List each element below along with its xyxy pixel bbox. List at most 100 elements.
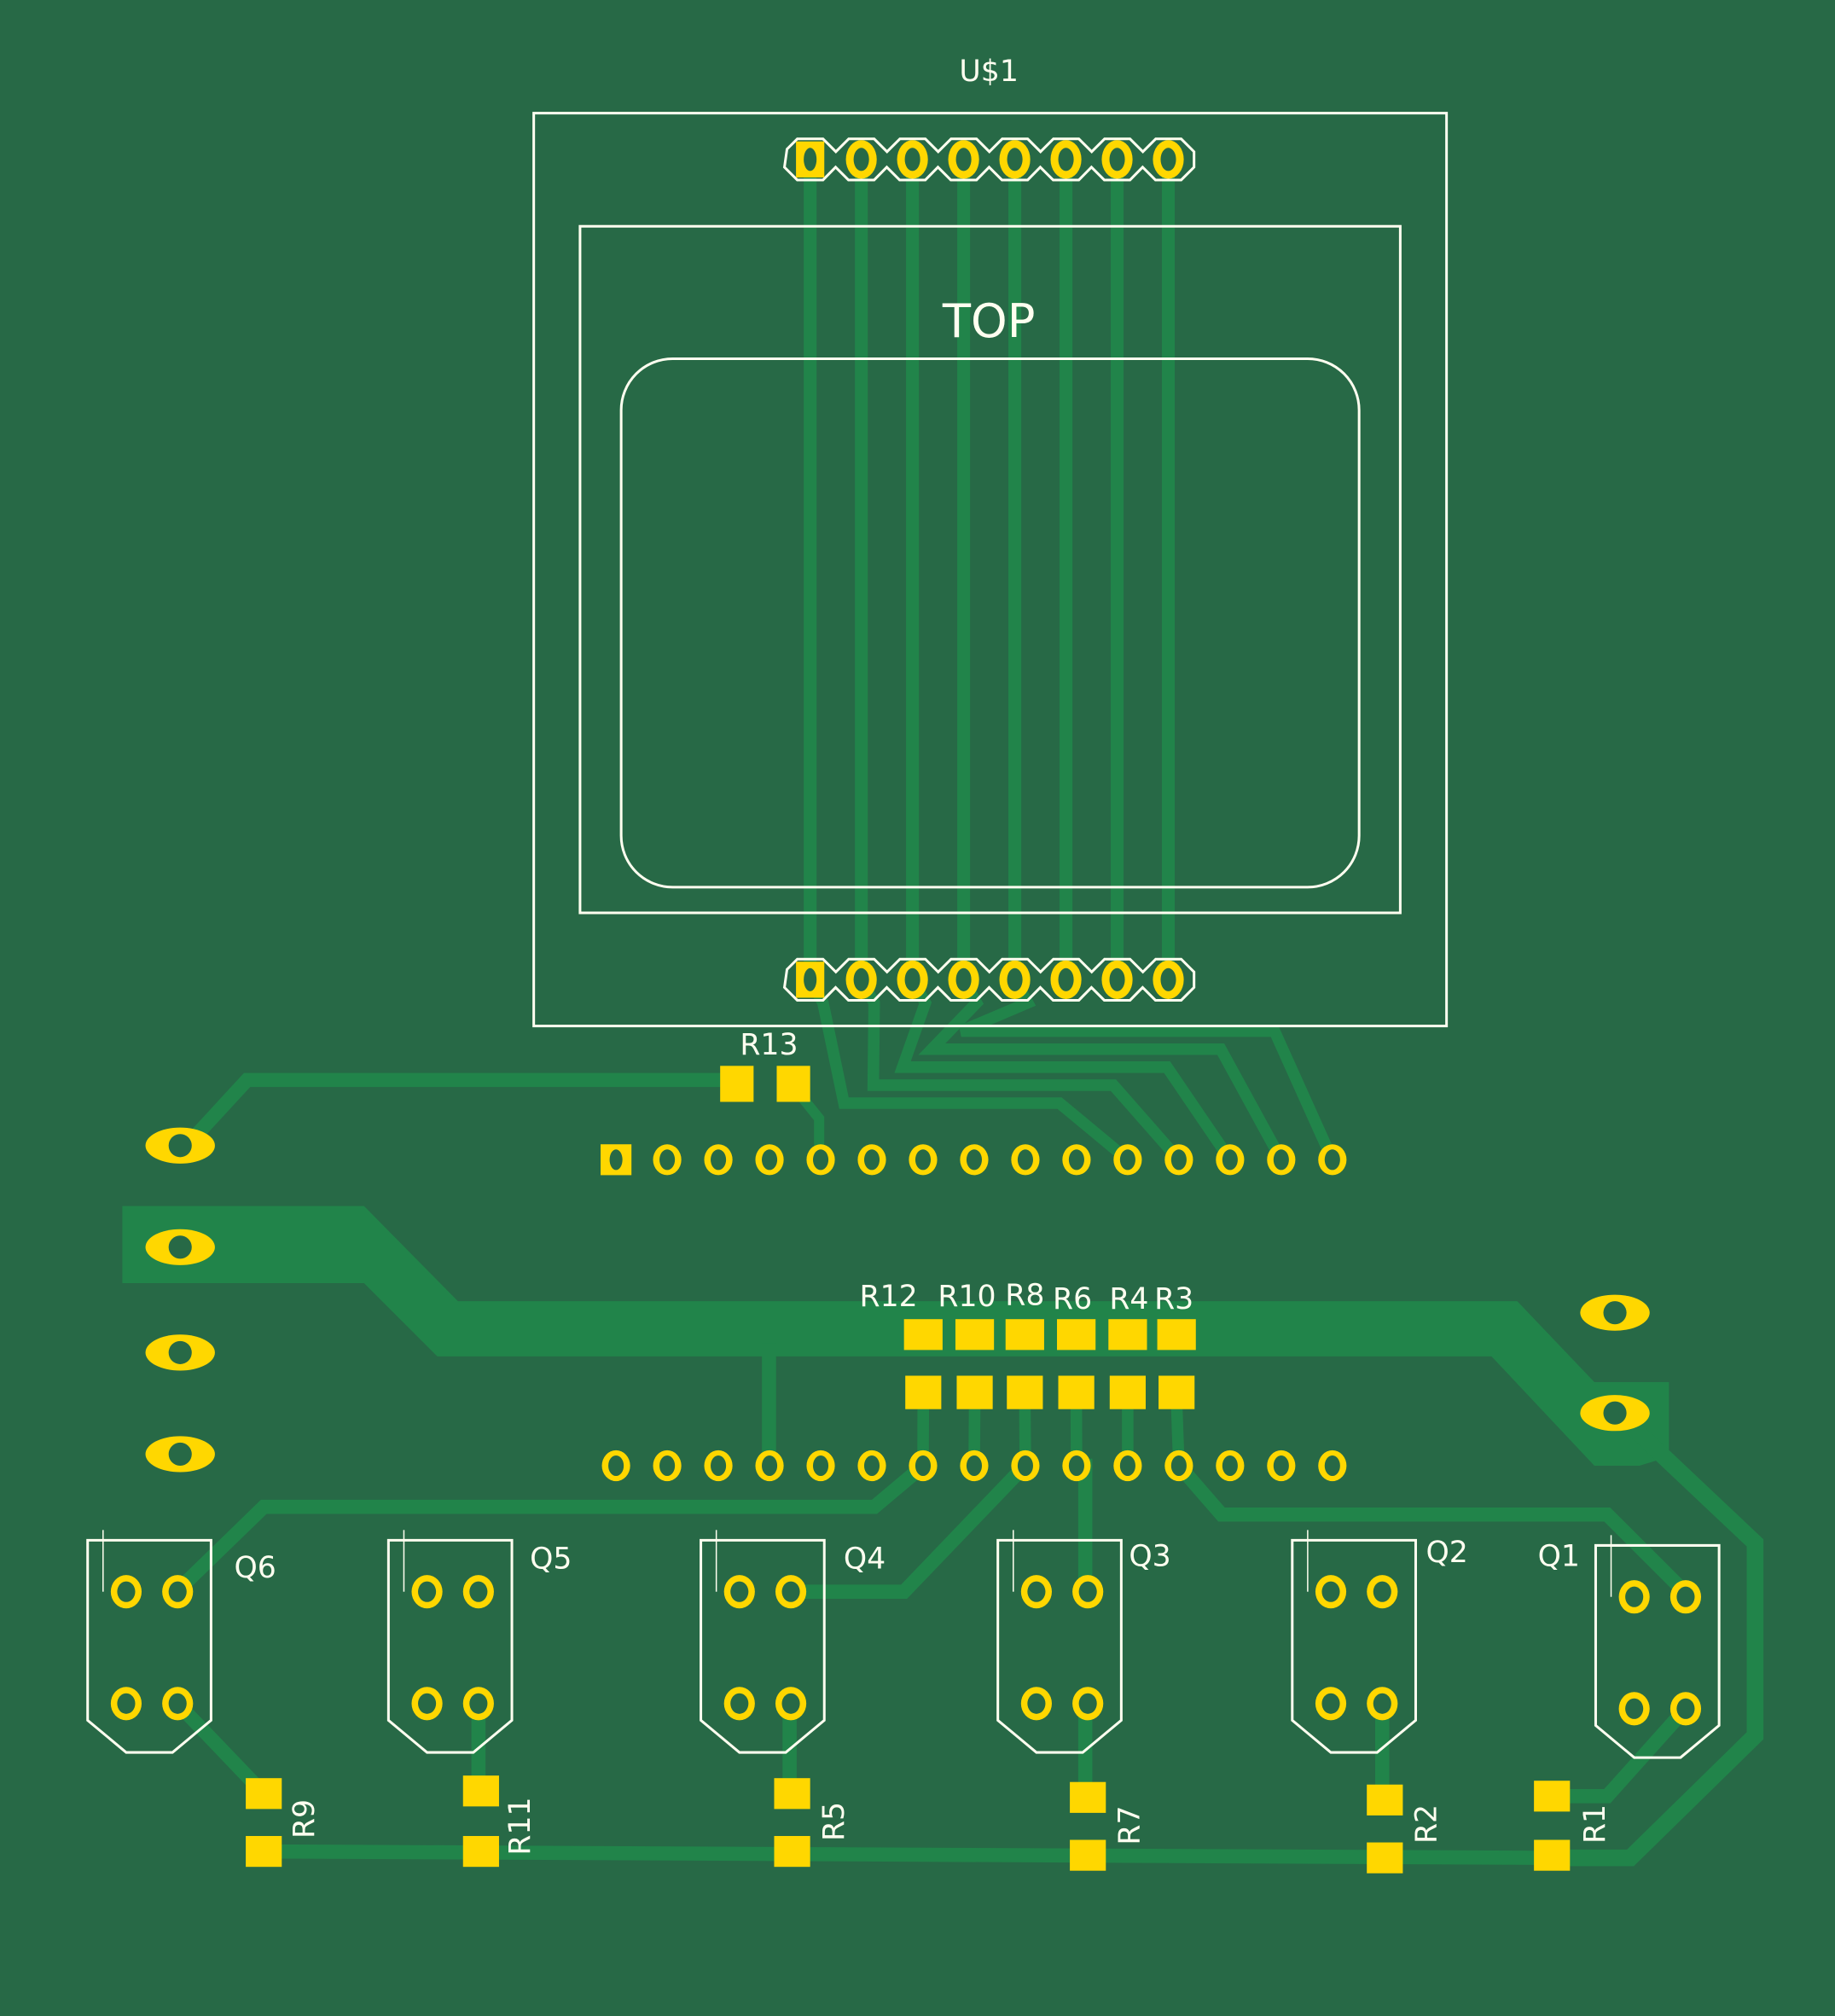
header-bottom-pin-8-hole: [1160, 967, 1176, 991]
resistor-R7-pad-1: [1070, 1781, 1106, 1813]
label-r3: R3: [1154, 1282, 1193, 1316]
transistor-Q6-pin-1-hole: [117, 1581, 136, 1602]
bottom-bus: [256, 1844, 1557, 1865]
resistor-R2-pad-2: [1367, 1842, 1403, 1874]
resistor-R6-pad-1: [1057, 1319, 1096, 1351]
row-lower-pin-13-hole: [1222, 1455, 1238, 1477]
row-upper-pin-8-hole: [966, 1149, 983, 1171]
resistor-R5-pad-1: [774, 1778, 810, 1810]
transistor-silk: [86, 1530, 1721, 1759]
module-outline: [532, 112, 1449, 1028]
header-top-pin-3-hole: [904, 148, 920, 171]
row-upper-pin-3-hole: [711, 1149, 727, 1171]
label-q5: Q5: [530, 1543, 572, 1577]
row-upper-pin-10-hole: [1068, 1149, 1084, 1171]
resistor-R9-pad-1: [246, 1778, 282, 1810]
label-r1: R1: [1578, 1804, 1612, 1844]
row-upper-pin-9-hole: [1017, 1149, 1033, 1171]
row-upper-pin-14-hole: [1273, 1149, 1289, 1171]
row-upper-pin-1-hole: [609, 1149, 623, 1171]
label-r12: R12: [859, 1280, 917, 1314]
transistor-Q1-pin-1-hole: [1625, 1586, 1644, 1607]
row-lower-pin-9-hole: [1017, 1455, 1033, 1477]
header-bottom-pin-3-hole: [904, 967, 920, 991]
resistor-R11-pad-1: [462, 1775, 499, 1807]
connector-pad-2-hole: [168, 1235, 192, 1259]
transistor-Q1-pin-3-hole: [1625, 1698, 1644, 1719]
row-lower-pin-14-hole: [1273, 1455, 1289, 1477]
transistor-Q3-outline: [996, 1538, 1123, 1754]
connector-pad-5-hole: [1603, 1301, 1627, 1325]
header-outline-bottom: [782, 957, 1196, 1002]
row-lower-pin-3-hole: [711, 1455, 727, 1477]
row-upper-pin-5-hole: [812, 1149, 829, 1171]
transistor-Q3-pin-2-hole: [1078, 1581, 1097, 1602]
header-bottom-pin-6-hole: [1058, 967, 1074, 991]
header-top-pin-1-hole: [804, 148, 817, 171]
header-top-pin-6-hole: [1058, 148, 1074, 171]
row-upper-pin-6-hole: [863, 1149, 880, 1171]
transistor-Q6-outline: [86, 1538, 212, 1754]
resistor-R4-pad-2: [1109, 1375, 1146, 1409]
header-top-pin-4-hole: [955, 148, 972, 171]
header-top-pin-8-hole: [1160, 148, 1176, 171]
display-outline: [578, 224, 1402, 915]
resistor-R7-pad-2: [1070, 1839, 1106, 1871]
label-q2: Q2: [1426, 1536, 1468, 1570]
label-r8: R8: [1005, 1279, 1044, 1313]
header-silk: [782, 137, 1196, 1002]
label-q3: Q3: [1129, 1540, 1170, 1574]
transistor-Q6-pin-3-hole: [117, 1693, 136, 1714]
trace-q1-r1: [1544, 1699, 1695, 1804]
row-upper-pin-15-hole: [1324, 1149, 1340, 1171]
transistor-Q6-pin-4-hole: [168, 1693, 187, 1714]
connector-pad-1-hole: [168, 1134, 192, 1158]
row-upper-pin-12-hole: [1170, 1149, 1187, 1171]
row-lower-pin-5-hole: [812, 1455, 829, 1477]
header-top-pin-7-hole: [1109, 148, 1125, 171]
connector-pad-4-hole: [168, 1442, 192, 1466]
label-q4: Q4: [844, 1543, 886, 1577]
transistor-Q4-pin-3-hole: [730, 1693, 749, 1714]
row-lower-pin-12-hole: [1170, 1455, 1187, 1477]
resistor-R8-pad-1: [1005, 1319, 1044, 1351]
header-bottom-pin-5-hole: [1007, 967, 1023, 991]
header-top-pin-5-hole: [1007, 148, 1023, 171]
transistor-Q5-pin-4-hole: [469, 1693, 488, 1714]
resistor-R12-pad-1: [903, 1319, 943, 1351]
connector-pad-3-hole: [168, 1340, 192, 1364]
label-r4: R4: [1109, 1282, 1148, 1316]
label-q1: Q1: [1538, 1540, 1580, 1574]
transistor-Q5-outline: [386, 1538, 514, 1754]
label-layer: U$1 TOP R13 R12 R10 R8 R6 R4 R3 Q6 Q5 Q4…: [235, 55, 1612, 1856]
row-lower-pin-7-hole: [915, 1455, 932, 1477]
label-r10: R10: [938, 1280, 996, 1314]
transistor-Q2-pin-2-hole: [1373, 1581, 1391, 1602]
transistor-Q3-pin-4-hole: [1078, 1693, 1097, 1714]
header-bottom-pin-2-hole: [853, 967, 869, 991]
resistor-R2-pad-1: [1367, 1784, 1403, 1816]
resistor-R3-pad-2: [1158, 1375, 1195, 1409]
trace-q1-supply: [1541, 1421, 1764, 1867]
header-traces: [804, 153, 1176, 986]
transistor-Q1-pin-4-hole: [1676, 1698, 1695, 1719]
resistor-R5-pad-2: [774, 1836, 810, 1868]
row-lower-pin-8-hole: [966, 1455, 983, 1477]
trace-q6: [167, 1455, 933, 1601]
label-q6: Q6: [235, 1551, 276, 1585]
resistor-R6-pad-2: [1058, 1375, 1095, 1409]
label-r9: R9: [287, 1799, 322, 1839]
header-bottom-pin-4-hole: [955, 967, 972, 991]
transistor-Q3-pin-3-hole: [1027, 1693, 1046, 1714]
row-lower-pin-2-hole: [659, 1455, 676, 1477]
transistor-Q1-outline: [1594, 1543, 1721, 1759]
silkscreen-layer: [86, 112, 1721, 1759]
resistor-R4-pad-1: [1108, 1319, 1147, 1351]
resistor-R10-pad-2: [956, 1375, 993, 1409]
transistor-Q2-pin-3-hole: [1321, 1693, 1340, 1714]
resistor-R13-pad-1: [720, 1066, 754, 1102]
transistor-Q5-pin-2-hole: [469, 1581, 488, 1602]
resistor-R8-pad-2: [1007, 1375, 1043, 1409]
trace-q4: [782, 1455, 1036, 1599]
transistor-Q2-pin-1-hole: [1321, 1581, 1340, 1602]
